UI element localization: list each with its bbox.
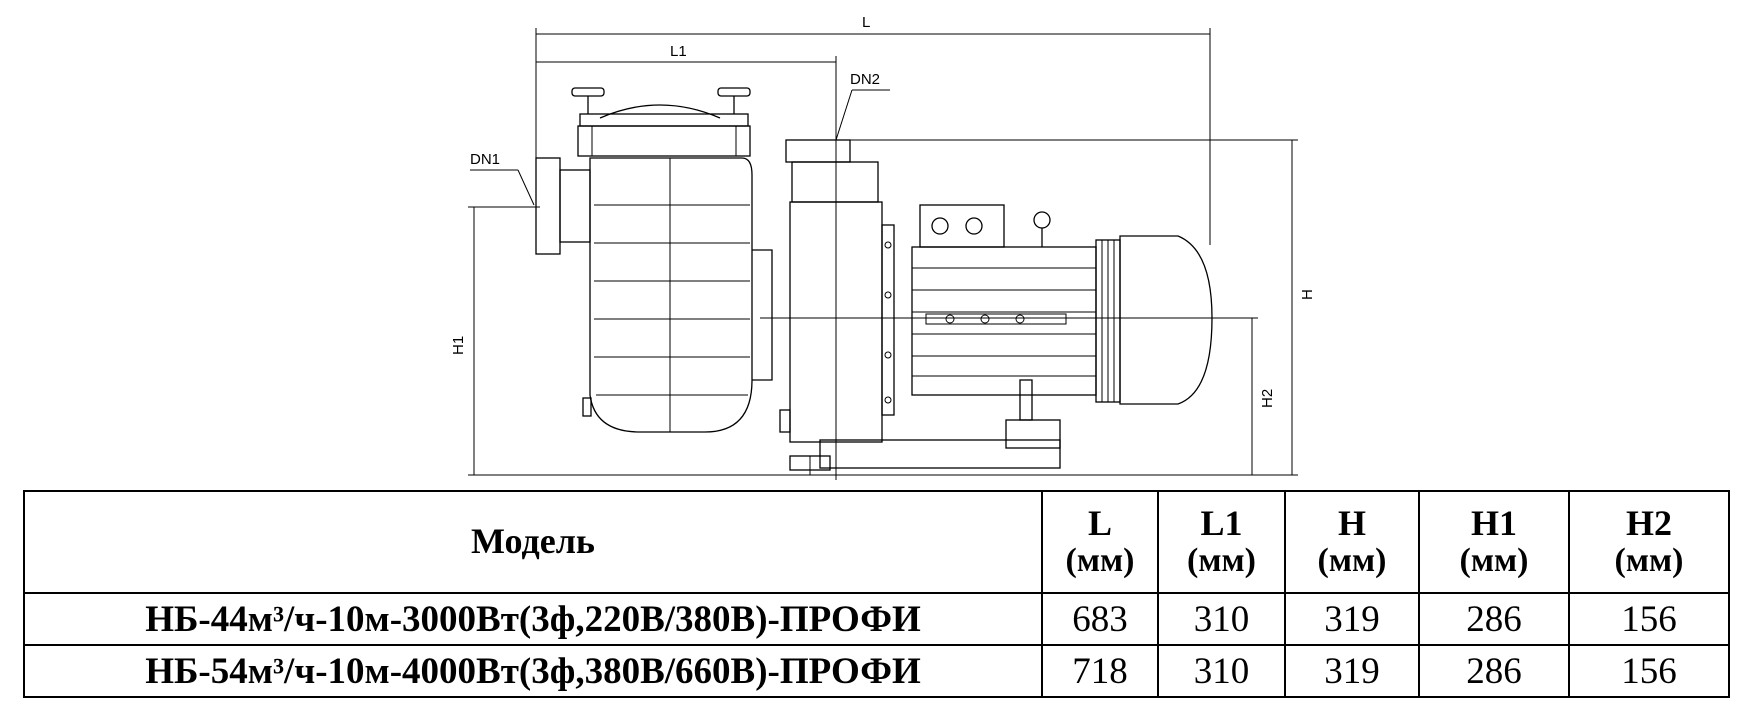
header-model: Модель bbox=[23, 490, 1043, 594]
dimension-dn1: DN1 bbox=[470, 151, 535, 206]
pump-dimension-drawing: L L1 DN2 DN1 H1 H H2 bbox=[450, 14, 1316, 480]
dimension-h1: H1 bbox=[450, 206, 540, 475]
header-h1-name: H1 bbox=[1470, 503, 1517, 544]
label-h1: H1 bbox=[450, 336, 467, 355]
dimension-h: H bbox=[790, 139, 1316, 475]
header-h1: H1(мм) bbox=[1418, 490, 1570, 594]
header-h2: H2(мм) bbox=[1568, 490, 1730, 594]
row-1-h1: 286 bbox=[1418, 592, 1570, 646]
row-1-l1: 310 bbox=[1157, 592, 1286, 646]
dimension-l1: L1 bbox=[536, 43, 837, 480]
motor bbox=[911, 204, 1213, 449]
header-h: H(мм) bbox=[1284, 490, 1420, 594]
table-header-row: Модель L(мм) L1(мм) H(мм) H1(мм) H2(мм) bbox=[23, 490, 1730, 594]
dimensions-table: Модель L(мм) L1(мм) H(мм) H1(мм) H2(мм) … bbox=[23, 490, 1730, 698]
label-h: H bbox=[1299, 289, 1316, 300]
dimension-l: L bbox=[535, 14, 1211, 245]
row-2-h2: 156 bbox=[1568, 644, 1730, 698]
table-row: НБ-54м³/ч-10м-4000Вт(3ф,380В/660В)-ПРОФИ… bbox=[23, 644, 1730, 698]
row-2-l: 718 bbox=[1041, 644, 1159, 698]
dimension-h2: H2 bbox=[760, 317, 1276, 475]
header-h1-unit: (мм) bbox=[1459, 542, 1529, 580]
pump-drawing-svg: L L1 DN2 DN1 H1 H H2 bbox=[450, 14, 1316, 480]
label-l1: L1 bbox=[670, 43, 687, 60]
row-1-model: НБ-44м³/ч-10м-3000Вт(3ф,220В/380В)-ПРОФИ bbox=[23, 592, 1043, 646]
row-2-h: 319 bbox=[1284, 644, 1420, 698]
header-l1-unit: (мм) bbox=[1187, 542, 1256, 580]
row-1-l: 683 bbox=[1041, 592, 1159, 646]
header-l: L(мм) bbox=[1041, 490, 1159, 594]
row-1-h2: 156 bbox=[1568, 592, 1730, 646]
header-l-name: L bbox=[1087, 503, 1112, 544]
header-l-unit: (мм) bbox=[1065, 542, 1135, 580]
label-dn1: DN1 bbox=[470, 151, 500, 168]
strainer-housing bbox=[535, 87, 773, 433]
header-h2-name: H2 bbox=[1625, 503, 1672, 544]
dimension-dn2: DN2 bbox=[835, 71, 890, 141]
label-l: L bbox=[862, 14, 870, 31]
row-2-l1: 310 bbox=[1157, 644, 1286, 698]
pump-volute bbox=[779, 139, 895, 443]
row-1-h: 319 bbox=[1284, 592, 1420, 646]
label-h2: H2 bbox=[1259, 389, 1276, 408]
row-2-model: НБ-54м³/ч-10м-4000Вт(3ф,380В/660В)-ПРОФИ bbox=[23, 644, 1043, 698]
table-row: НБ-44м³/ч-10м-3000Вт(3ф,220В/380В)-ПРОФИ… bbox=[23, 592, 1730, 646]
header-l1-name: L1 bbox=[1200, 503, 1243, 544]
header-h-unit: (мм) bbox=[1317, 542, 1387, 580]
header-h2-unit: (мм) bbox=[1614, 542, 1684, 580]
header-h-name: H bbox=[1337, 503, 1366, 544]
pump-base bbox=[789, 439, 1061, 475]
header-l1: L1(мм) bbox=[1157, 490, 1286, 594]
label-dn2: DN2 bbox=[850, 71, 880, 88]
row-2-h1: 286 bbox=[1418, 644, 1570, 698]
